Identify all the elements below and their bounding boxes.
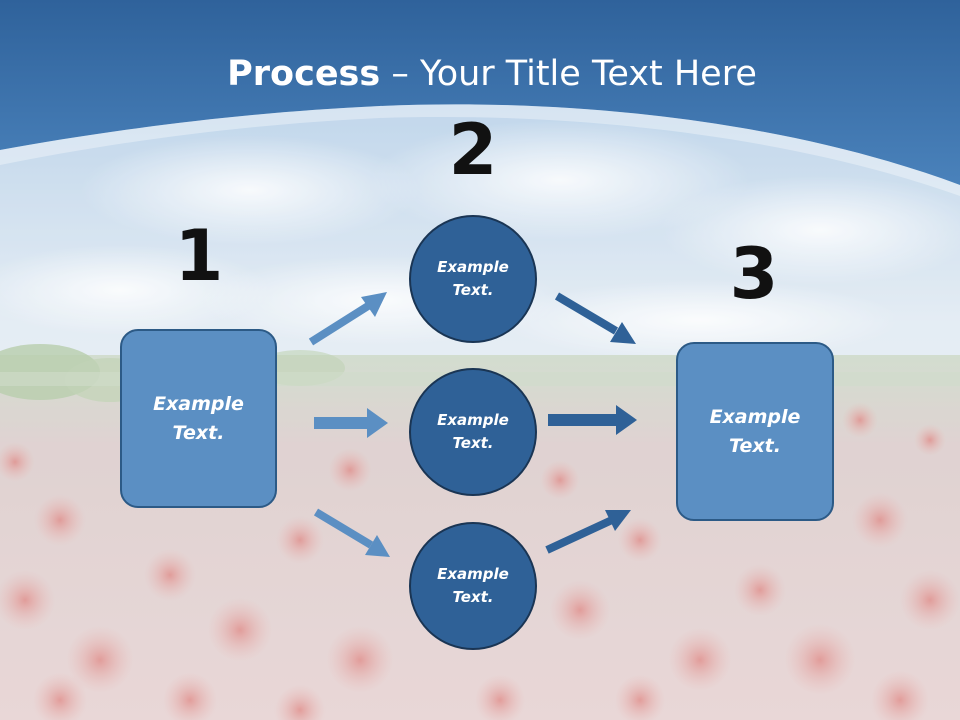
- slide-title: Process – Your Title Text Here: [0, 52, 960, 96]
- arrow-mid-to-3: [548, 405, 637, 435]
- step-number-3: 3: [729, 233, 779, 315]
- arrow-1-to-top: [308, 292, 387, 346]
- step-number-1: 1: [174, 215, 224, 297]
- title-rest: – Your Title Text Here: [380, 54, 757, 94]
- arrow-bot-to-3: [545, 510, 631, 554]
- title-bold: Process: [227, 54, 381, 94]
- step-1-box: Example Text.: [120, 329, 277, 508]
- step-3-box: Example Text.: [676, 342, 834, 521]
- arrow-top-to-3: [554, 292, 636, 344]
- arrow-1-to-bot: [313, 508, 390, 557]
- step-number-2: 2: [448, 109, 498, 191]
- step-2-circle-bottom: Example Text.: [409, 522, 537, 650]
- arrow-1-to-mid: [314, 408, 388, 438]
- step-2-circle-middle: Example Text.: [409, 368, 537, 496]
- step-2-circle-top: Example Text.: [409, 215, 537, 343]
